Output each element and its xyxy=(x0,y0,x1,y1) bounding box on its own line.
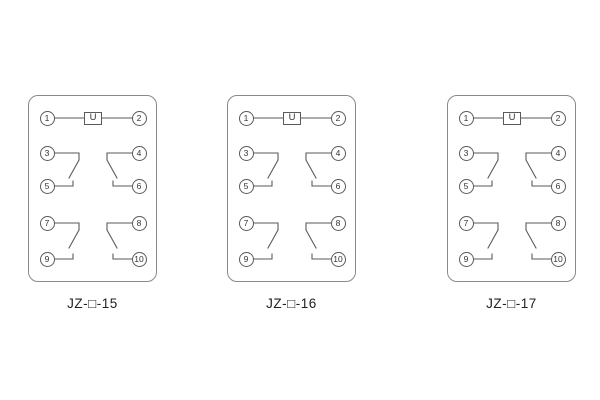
contact-7-9 xyxy=(252,222,279,260)
contact-7-9 xyxy=(53,222,80,260)
contact-4-6 xyxy=(106,152,133,187)
contact-3-5 xyxy=(252,152,279,187)
terminal-1: 1 xyxy=(39,110,55,126)
terminal-3: 3 xyxy=(458,145,474,161)
contact-7-9 xyxy=(472,222,499,260)
coil-u-box: U xyxy=(503,111,521,125)
terminal-5: 5 xyxy=(39,178,55,194)
terminal-8: 8 xyxy=(550,215,566,231)
terminal-2: 2 xyxy=(330,110,346,126)
relay-panel-jz15: 1 2 3 4 5 6 7 8 9 10 U JZ-□-15 xyxy=(28,95,157,311)
terminal-6: 6 xyxy=(330,178,346,194)
terminal-3: 3 xyxy=(39,145,55,161)
relay-box: 1 2 3 4 5 6 7 8 9 10 U xyxy=(227,95,356,282)
coil-u-box: U xyxy=(84,111,102,125)
contact-3-5 xyxy=(472,152,499,187)
terminal-8: 8 xyxy=(131,215,147,231)
terminal-2: 2 xyxy=(550,110,566,126)
diagram-title: JZ-□-15 xyxy=(67,296,118,311)
wiring-diagram xyxy=(53,117,133,260)
contact-3-5 xyxy=(53,152,80,187)
diagram-title: JZ-□-16 xyxy=(266,296,317,311)
diagram-title: JZ-□-17 xyxy=(486,296,537,311)
contact-8-10 xyxy=(106,222,133,260)
terminal-10: 10 xyxy=(330,251,346,267)
terminal-10: 10 xyxy=(550,251,566,267)
wiring-diagram xyxy=(472,117,552,260)
terminal-9: 9 xyxy=(458,251,474,267)
terminal-7: 7 xyxy=(39,215,55,231)
contact-4-6 xyxy=(305,152,332,187)
terminal-1: 1 xyxy=(238,110,254,126)
terminal-8: 8 xyxy=(330,215,346,231)
terminal-4: 4 xyxy=(550,145,566,161)
terminal-5: 5 xyxy=(458,178,474,194)
wiring-diagram xyxy=(252,117,332,260)
terminal-3: 3 xyxy=(238,145,254,161)
contact-4-6 xyxy=(525,152,552,187)
relay-panel-jz17: 1 2 3 4 5 6 7 8 9 10 U JZ-□-17 xyxy=(447,95,576,311)
terminal-9: 9 xyxy=(238,251,254,267)
terminal-9: 9 xyxy=(39,251,55,267)
terminal-2: 2 xyxy=(131,110,147,126)
terminal-7: 7 xyxy=(238,215,254,231)
terminal-4: 4 xyxy=(131,145,147,161)
relay-panel-jz16: 1 2 3 4 5 6 7 8 9 10 U JZ-□-16 xyxy=(227,95,356,311)
relay-box: 1 2 3 4 5 6 7 8 9 10 U xyxy=(447,95,576,282)
terminal-6: 6 xyxy=(550,178,566,194)
terminal-1: 1 xyxy=(458,110,474,126)
terminal-10: 10 xyxy=(131,251,147,267)
terminal-7: 7 xyxy=(458,215,474,231)
terminal-4: 4 xyxy=(330,145,346,161)
relay-box: 1 2 3 4 5 6 7 8 9 10 U xyxy=(28,95,157,282)
coil-u-box: U xyxy=(283,111,301,125)
terminal-5: 5 xyxy=(238,178,254,194)
terminal-6: 6 xyxy=(131,178,147,194)
contact-8-10 xyxy=(305,222,332,260)
contact-8-10 xyxy=(525,222,552,260)
